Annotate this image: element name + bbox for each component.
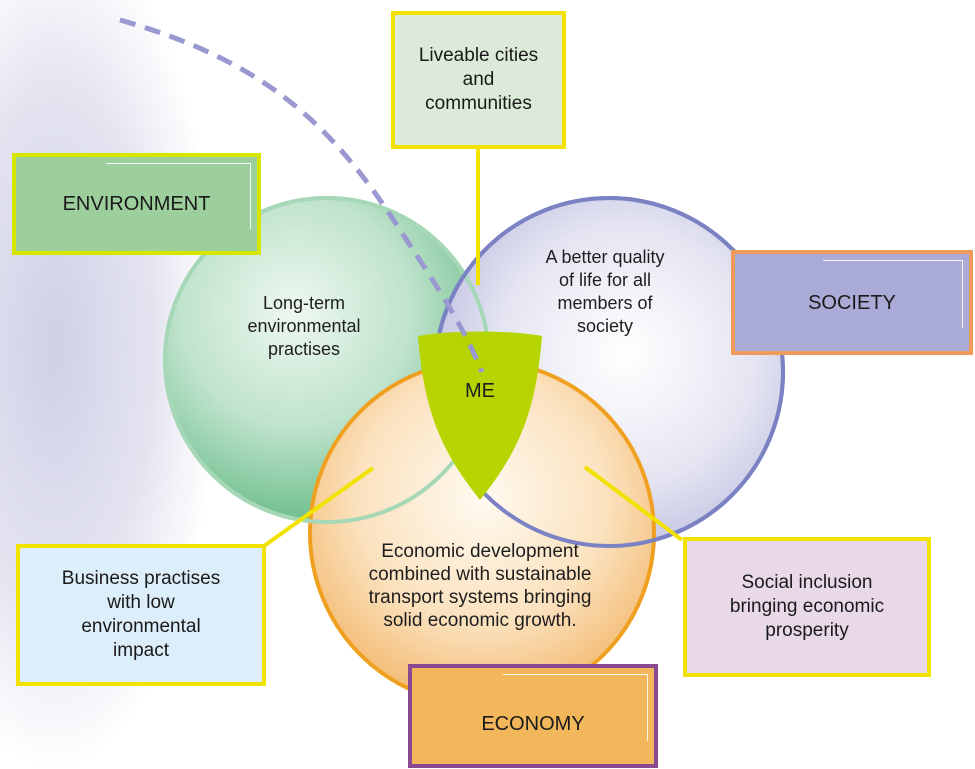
social-inclusion-text: Social inclusion bringing economic prosp…	[729, 572, 885, 641]
me-label: ME	[465, 380, 495, 402]
economy-box: ECONOMY	[408, 664, 658, 768]
society-box: SOCIETY	[731, 250, 973, 355]
dashed-arc	[119, 17, 485, 373]
environment-label: ENVIRONMENT	[62, 193, 211, 215]
liveable-cities-box: Liveable cities and communities	[391, 11, 566, 149]
left-connector-line	[262, 466, 375, 548]
environment-circle-text: Long-term environmental practises	[247, 293, 361, 359]
liveable-cities-text: Liveable cities and communities	[418, 45, 539, 114]
business-practises-text: Business practises with low environmenta…	[61, 568, 221, 661]
me-intersection-shape	[418, 331, 542, 500]
business-practises-box: Business practises with low environmenta…	[16, 544, 266, 686]
social-inclusion-box: Social inclusion bringing economic prosp…	[683, 537, 931, 677]
economy-label: ECONOMY	[481, 713, 585, 735]
environment-box: ENVIRONMENT	[12, 153, 261, 255]
economy-circle-text: Economic development combined with susta…	[368, 541, 592, 631]
society-circle-text: A better quality of life for all members…	[545, 247, 665, 336]
society-label: SOCIETY	[808, 291, 896, 314]
right-connector-line	[583, 465, 684, 542]
